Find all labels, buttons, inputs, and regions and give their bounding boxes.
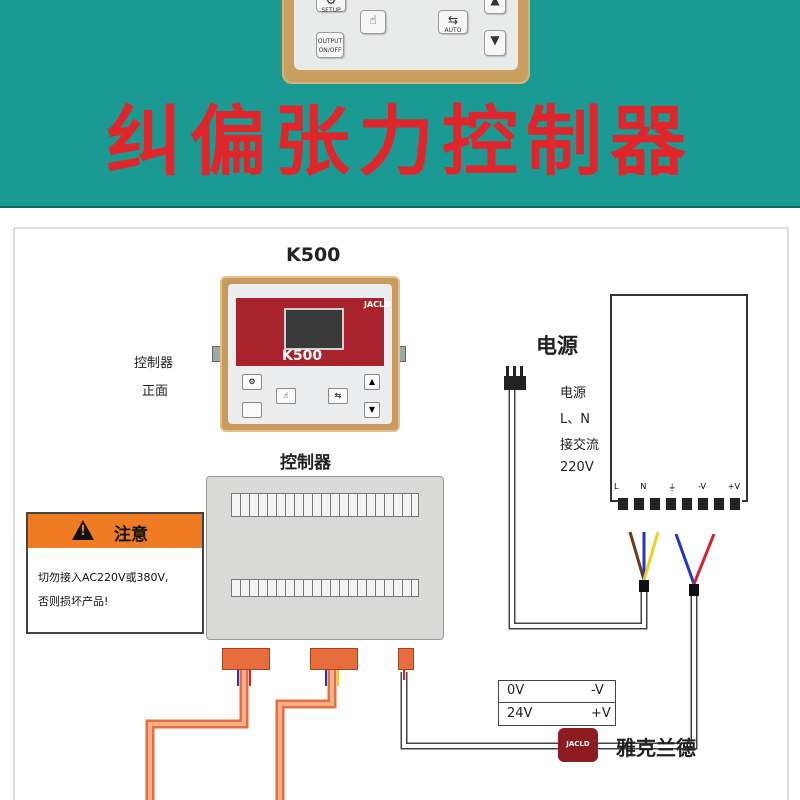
arrow-exchange-icon: ⇆ <box>447 13 459 27</box>
warning-title: 注意 <box>114 525 148 545</box>
terminal-plus-v: +V <box>727 482 740 491</box>
warning-header: ! 注意 <box>28 514 202 548</box>
hand-icon: ☝ <box>283 391 289 400</box>
up-arrow-icon: ▲ <box>368 377 376 386</box>
warning-line-2: 否则损坏产品! <box>38 595 109 608</box>
front-red-plate: JACLD K500 <box>236 298 391 366</box>
top-terminal-strip <box>231 493 419 517</box>
model-label: K500 <box>286 244 341 266</box>
power-line-4: 220V <box>560 460 594 475</box>
front-down-key: ▼ <box>364 402 380 418</box>
power-plug <box>398 648 414 670</box>
power-terminal-block: L N ⏚ -V +V <box>610 478 744 514</box>
brand-logo: JACLD <box>558 728 598 762</box>
hand-icon: ☝ <box>369 13 377 27</box>
up-key: ▲ <box>484 0 506 14</box>
banner-title: 纠偏张力控制器 <box>106 97 694 186</box>
sensor-plug-1 <box>222 648 270 670</box>
banner-divider <box>0 206 800 208</box>
front-brand: JACLD <box>364 300 391 309</box>
terminal-n: N <box>640 482 647 491</box>
front-setup-key: ⚙ <box>242 374 262 390</box>
output-key-label: OUTPUT <box>317 38 343 45</box>
bottom-terminal-strip <box>231 579 419 597</box>
brand-name: 雅克兰德 <box>616 736 696 760</box>
auto-key: ⇆AUTO <box>438 10 468 34</box>
keypad-panel-photo: ⚙SETUP ☝ OUTPUT ON/OFF ⇆AUTO ▲ ▼ <box>282 0 530 84</box>
controller-body <box>206 476 444 640</box>
hand-key: ☝ <box>360 10 386 34</box>
down-key: ▼ <box>484 30 506 56</box>
sensor-plug-2 <box>310 648 358 670</box>
front-label-line2: 正面 <box>142 384 169 399</box>
onoff-key-label: ON/OFF <box>318 47 342 54</box>
power-line-1: 电源 <box>560 386 587 401</box>
controller-label: 控制器 <box>280 453 331 473</box>
controller-front-panel: JACLD K500 ⚙ ☝ ⇆ ▲ ▼ <box>220 276 400 432</box>
auto-key-label: AUTO <box>444 27 462 34</box>
warning-line-1: 切勿接入AC220V或380V, <box>38 571 169 584</box>
gear-icon: ⚙ <box>248 377 256 386</box>
down-arrow-icon: ▼ <box>368 405 376 414</box>
setup-key: ⚙SETUP <box>316 0 346 14</box>
warning-triangle-icon <box>72 520 94 540</box>
gear-icon: ⚙ <box>325 0 337 7</box>
front-auto-key: ⇆ <box>328 388 348 404</box>
output-key: OUTPUT ON/OFF <box>316 32 344 58</box>
warning-box: ! 注意 切勿接入AC220V或380V, 否则损坏产品! <box>26 512 204 634</box>
front-hand-key: ☝ <box>276 388 296 404</box>
terminal-minus-v: -V <box>698 482 706 491</box>
top-banner: ⚙SETUP ☝ OUTPUT ON/OFF ⇆AUTO ▲ ▼ 纠偏张力控制器 <box>0 0 800 208</box>
rating-24v: 24V <box>507 706 533 721</box>
terminal-screws <box>618 498 742 510</box>
brand-logo-text: JACLD <box>566 740 590 748</box>
terminal-ground: ⏚ <box>668 483 677 492</box>
terminal-l: L <box>614 482 619 491</box>
up-arrow-icon: ▲ <box>490 0 500 7</box>
power-line-3: 接交流 <box>560 438 600 453</box>
down-arrow-icon: ▼ <box>490 33 500 47</box>
voltage-mapping-box: 0V -V 24V +V <box>498 680 616 726</box>
front-up-key: ▲ <box>364 374 380 390</box>
power-title: 电源 <box>536 334 578 358</box>
setup-key-label: SETUP <box>321 7 341 14</box>
power-line-2: L、N <box>560 412 590 427</box>
exclamation-icon: ! <box>80 524 86 539</box>
front-output-key <box>242 402 262 418</box>
rating-plus-v: +V <box>591 706 611 721</box>
power-supply <box>610 294 748 502</box>
front-model-mark: K500 <box>282 348 323 364</box>
rating-minus-v: -V <box>591 683 604 698</box>
front-label-line1: 控制器 <box>134 356 174 371</box>
lcd-screen <box>284 308 344 350</box>
arrow-exchange-icon: ⇆ <box>334 391 342 400</box>
terminal-labels: L N ⏚ -V +V <box>614 482 740 493</box>
rating-0v: 0V <box>507 683 525 698</box>
warning-text: 切勿接入AC220V或380V, 否则损坏产品! <box>38 566 198 614</box>
